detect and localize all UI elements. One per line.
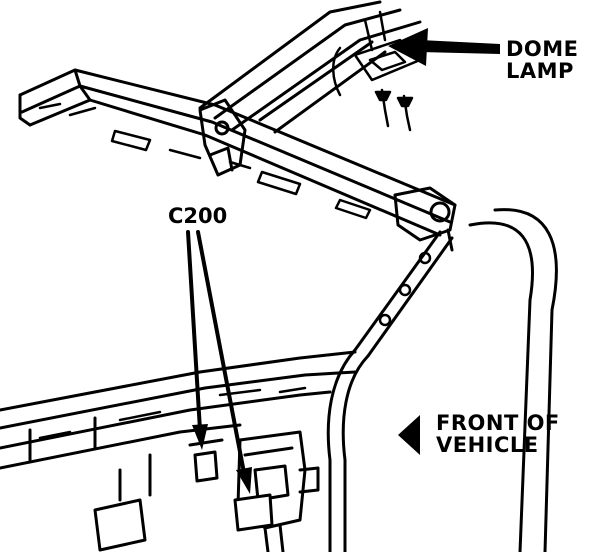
windshield-pillar (326, 208, 558, 552)
c200-label: C200 (168, 204, 228, 228)
header-slots (38, 386, 307, 440)
dome-lamp-label-line1: DOME (506, 37, 579, 61)
front-header (0, 350, 357, 470)
roof-cross-rail (18, 68, 457, 237)
pillar-clips (378, 251, 432, 327)
dome-lamp-label: DOME LAMP (506, 38, 579, 82)
c200-leader-arrows (186, 230, 247, 480)
left-connector-plug (188, 438, 224, 483)
rail-slots (38, 102, 372, 220)
front-label-line1: FRONT OF (436, 411, 560, 435)
dome-lamp-fasteners (374, 88, 414, 132)
front-label-line2: VEHICLE (436, 433, 539, 458)
front-of-vehicle-label: FRONT OF VEHICLE (436, 412, 560, 456)
lower-left-bracket (93, 453, 152, 552)
arrowheads (192, 28, 500, 494)
c200-connector-body (233, 430, 320, 552)
dome-lamp-label-line2: LAMP (506, 59, 574, 84)
center-bracket (198, 98, 247, 177)
